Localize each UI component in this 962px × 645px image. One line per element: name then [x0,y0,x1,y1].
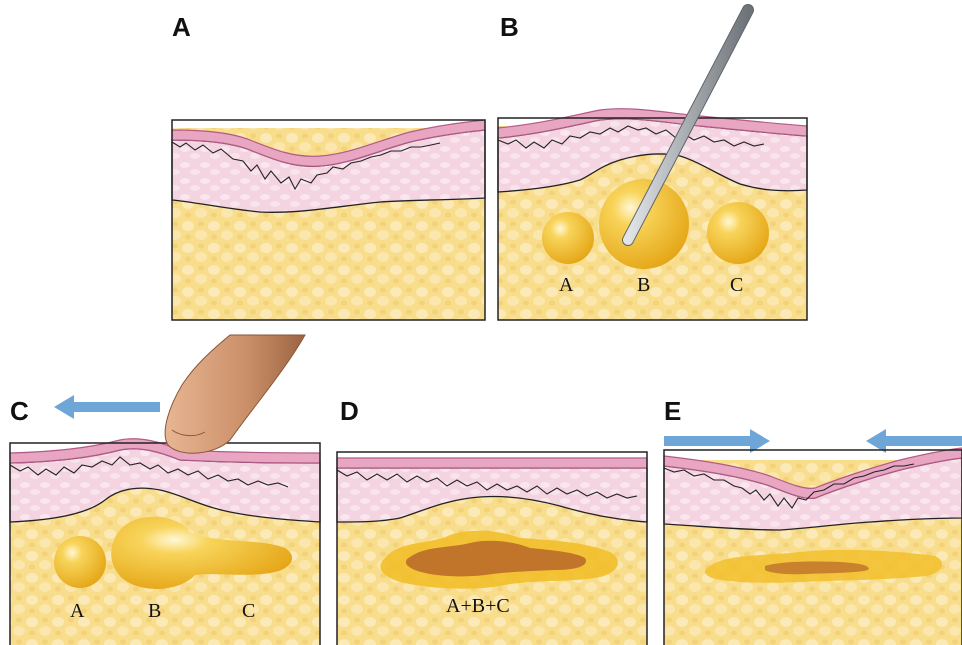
panel-b-label-a: A [559,274,574,296]
panel-c: C A B C [10,335,320,645]
panel-e: E [664,396,962,645]
bolus-a [54,536,106,588]
panel-d-label-merged: A+B+C [446,595,510,617]
panel-e-letter: E [664,396,681,426]
panel-c-label-c: C [242,600,255,622]
bolus-c [707,202,769,264]
bolus-b [599,179,689,269]
panel-a-letter: A [172,12,191,42]
panel-d-epidermis [337,458,647,468]
arrow-left-icon [54,395,160,419]
finger-icon [165,335,305,453]
panel-a: A [172,12,485,320]
panel-b: B A B C [498,10,807,320]
panel-c-label-a: A [70,600,85,622]
panel-b-label-c: C [730,274,743,296]
panel-c-label-b: B [148,600,161,622]
panel-d-letter: D [340,396,359,426]
panel-b-letter: B [500,12,519,42]
panel-c-letter: C [10,396,29,426]
bolus-a [542,212,594,264]
panel-b-label-b: B [637,274,650,296]
panel-d: D A+B+C [337,396,647,645]
